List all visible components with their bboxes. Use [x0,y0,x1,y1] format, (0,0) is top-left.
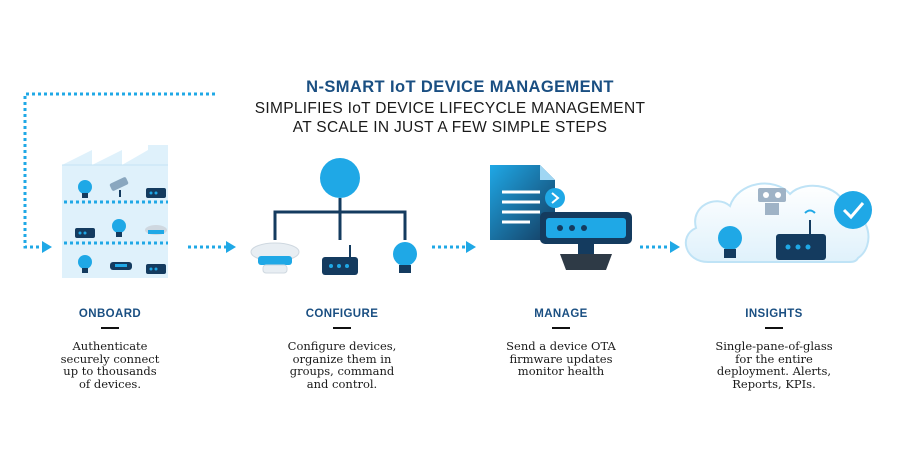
lightbulb-icon [393,242,417,273]
factory-icon [62,145,168,278]
step-divider [765,327,783,329]
hub-node-icon [320,158,360,198]
router-icon [146,264,166,274]
desc-line: and control. [306,376,378,391]
subtitle-line-2: AT SCALE IN JUST A FEW SIMPLE STEPS [292,119,608,136]
robot-icon [758,188,786,215]
desc-line: securely connect [60,351,160,366]
step-connector-2 [432,241,476,253]
step-title-manage: MANAGE [534,308,588,320]
desc-line: Reports, KPIs. [732,376,816,391]
device-hub-diagram [250,158,417,275]
step-desc-configure: Configure devices, organize them in grou… [267,340,417,390]
desc-line: up to thousands [63,364,157,378]
step-divider [101,327,119,329]
desc-line: Single-pane-of-glass [715,339,833,353]
router-icon [75,228,95,238]
router-icon [776,209,826,260]
step-connector-3 [640,241,680,253]
security-camera-icon [109,177,129,197]
lightbulb-icon [78,180,92,198]
subtitle-line-1: SIMPLIFIES IoT DEVICE LIFECYCLE MANAGEME… [254,100,646,117]
server-terminal-icon [540,212,632,270]
desc-line: firmware updates [509,351,613,366]
step-title-configure: CONFIGURE [305,308,379,320]
desc-line: groups, command [289,364,395,378]
desc-line: of devices. [79,376,141,391]
desc-line: organize them in [292,351,392,366]
step-connector-1 [188,241,236,253]
step-desc-onboard: Authenticate securely connect up to thou… [35,340,185,390]
smoke-detector-icon [250,242,300,274]
firmware-manager-illustration [490,165,632,270]
router-icon [322,245,358,275]
lightbulb-icon [78,255,92,273]
step-title-insights: INSIGHTS [745,308,803,320]
router-icon [146,188,166,198]
checkmark-icon [834,191,872,229]
router-icon [110,262,132,270]
desc-line: deployment. Alerts, [716,364,832,378]
desc-line: Configure devices, [287,339,397,353]
desc-line: Send a device OTA [506,339,616,353]
diagram-title: N-SMART IoT DEVICE MANAGEMENT [306,78,614,96]
step-title-onboard: ONBOARD [78,308,142,320]
step-divider [552,327,570,329]
desc-line: monitor health [517,364,605,378]
connector-arrowhead [42,241,52,253]
diagram-subtitle: SIMPLIFIES IoT DEVICE LIFECYCLE MANAGEME… [225,99,675,137]
step-desc-manage: Send a device OTA firmware updates monit… [486,340,636,378]
smoke-detector-icon [145,225,167,235]
top-connector-line [23,92,215,249]
desc-line: Authenticate [72,339,148,353]
lightbulb-icon [718,226,742,258]
document-icon [490,165,555,240]
lightbulb-icon [112,219,126,237]
desc-line: for the entire [735,351,813,366]
step-divider [333,327,351,329]
step-desc-insights: Single-pane-of-glass for the entire depl… [699,340,849,390]
arrow-badge-icon [545,188,565,208]
